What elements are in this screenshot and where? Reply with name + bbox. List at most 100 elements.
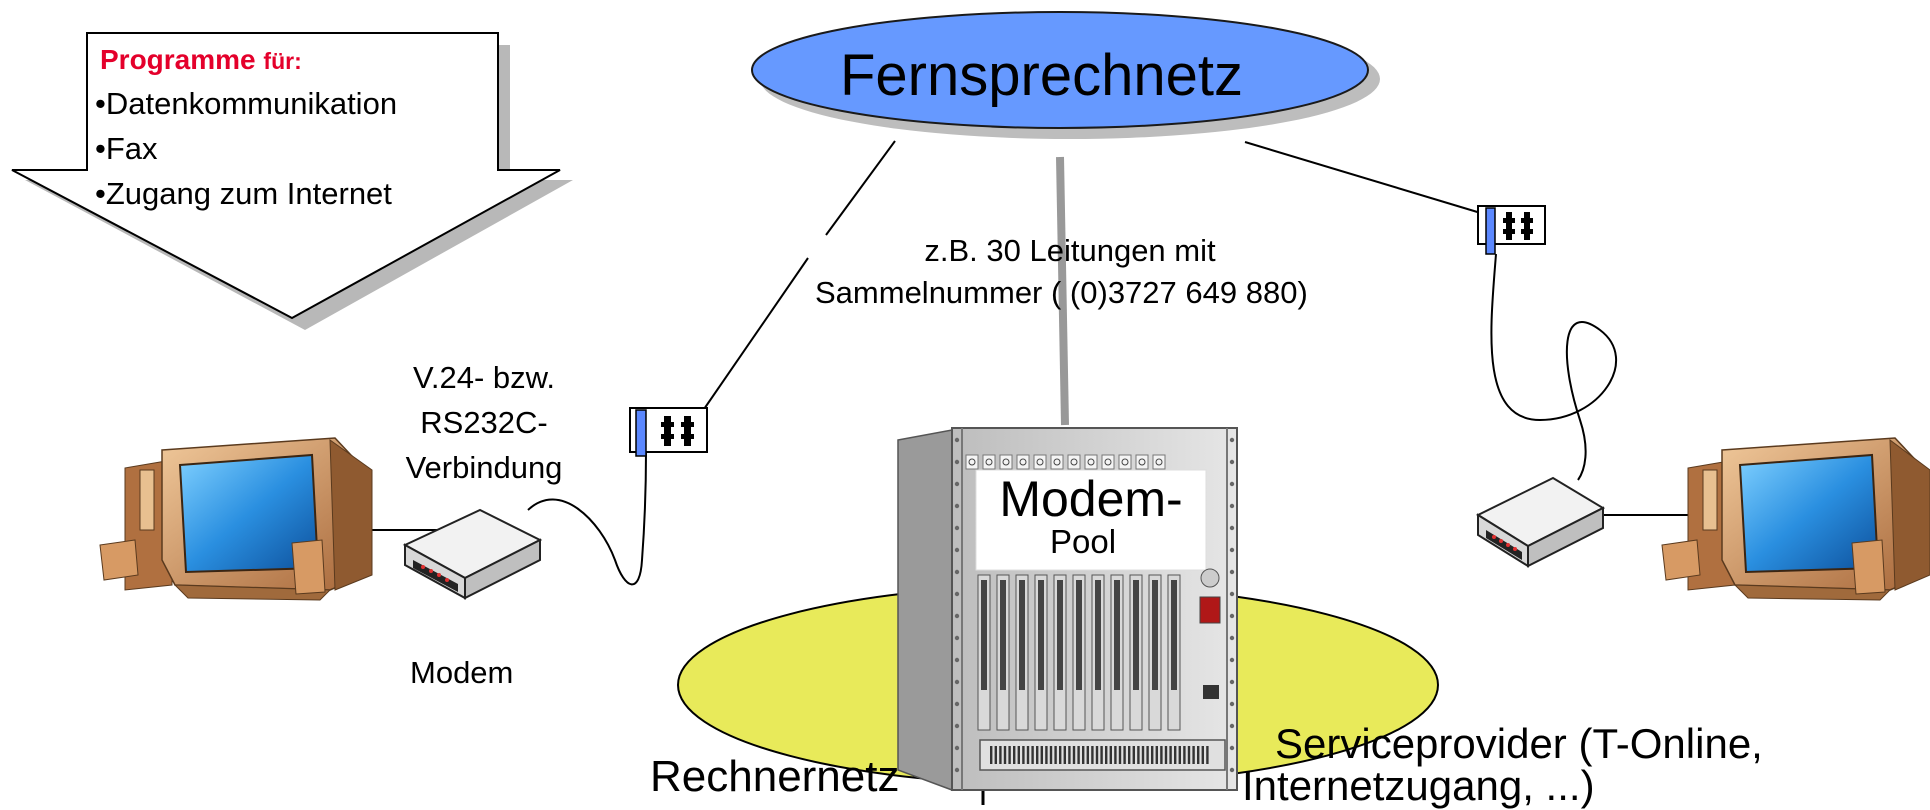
rack-knob bbox=[985, 458, 993, 466]
rack-card-handle bbox=[1084, 454, 1098, 470]
computer-right bbox=[1661, 437, 1930, 601]
trunk-line bbox=[1056, 156, 1069, 426]
rack-screw bbox=[954, 437, 960, 443]
rack-vent bbox=[1187, 746, 1191, 764]
rack-screw bbox=[954, 525, 960, 531]
rack-screw bbox=[954, 591, 960, 597]
rack-knob bbox=[1002, 458, 1010, 466]
rack-screw bbox=[954, 459, 960, 465]
rack-screw bbox=[1229, 569, 1235, 575]
rack-screw bbox=[954, 745, 960, 751]
rack-vent bbox=[1164, 746, 1168, 764]
rack-knob bbox=[1053, 458, 1061, 466]
computer-left bbox=[99, 437, 373, 601]
rack-screw bbox=[1229, 723, 1235, 729]
serial-link-line2: RS232C- bbox=[420, 405, 548, 440]
rack-knob bbox=[968, 458, 976, 466]
rack-vent bbox=[1086, 746, 1089, 764]
provider-line1: Serviceprovider (T-Online, bbox=[1275, 720, 1763, 767]
rack-card-handle bbox=[1135, 454, 1149, 470]
rack-vent bbox=[1059, 746, 1062, 764]
left-phone-line-upper bbox=[825, 140, 896, 236]
rack-screw bbox=[1229, 657, 1235, 663]
modem-pool-line2: Pool bbox=[1050, 523, 1117, 560]
rack-screw bbox=[1229, 745, 1235, 751]
rack-knob bbox=[1104, 458, 1112, 466]
rack-vent bbox=[999, 746, 1002, 764]
rack-screw bbox=[1229, 701, 1235, 707]
rack-card-slot bbox=[1000, 580, 1006, 690]
rack-knob bbox=[1036, 458, 1044, 466]
rack-vent bbox=[1077, 746, 1080, 764]
rack-card-handle bbox=[1152, 454, 1166, 470]
callout-item-internet: •Zugang zum Internet bbox=[95, 176, 392, 211]
callout-item-fax: •Fax bbox=[95, 131, 158, 166]
rack-knob bbox=[1019, 458, 1027, 466]
rack-screw bbox=[1229, 525, 1235, 531]
left-phone-line-lower bbox=[701, 257, 809, 413]
callout-item-datenkommunikation: •Datenkommunikation bbox=[95, 86, 398, 121]
rack-vent bbox=[1174, 746, 1177, 764]
rack-vent bbox=[1072, 746, 1076, 764]
rack-vent bbox=[1003, 746, 1007, 764]
rack-vent bbox=[1201, 746, 1204, 764]
rack-screw bbox=[1229, 503, 1235, 509]
rack-screw bbox=[1229, 481, 1235, 487]
rack-vent bbox=[1017, 746, 1020, 764]
rack-vent bbox=[1045, 746, 1048, 764]
left-modem-cable bbox=[527, 451, 647, 586]
rack-vent bbox=[990, 746, 993, 764]
rack-vent bbox=[1013, 746, 1016, 764]
rack-card-handle bbox=[1118, 454, 1132, 470]
rack-vent bbox=[1049, 746, 1053, 764]
rack-screw bbox=[954, 569, 960, 575]
rack-card-handle bbox=[1101, 454, 1115, 470]
rack-vent bbox=[1132, 746, 1135, 764]
rack-vent bbox=[1114, 746, 1117, 764]
rack-vent bbox=[1095, 746, 1099, 764]
phone-network-label: Fernsprechnetz bbox=[840, 43, 1243, 108]
callout-heading: Programme für: bbox=[100, 44, 302, 76]
rack-screw bbox=[1229, 679, 1235, 685]
rack-screw bbox=[1229, 459, 1235, 465]
rack-vent bbox=[1008, 746, 1011, 764]
rack-card-handle bbox=[1050, 454, 1064, 470]
rack-card-slot bbox=[1019, 580, 1025, 690]
serial-link-line3: Verbindung bbox=[405, 450, 563, 485]
rack-vent bbox=[1054, 746, 1057, 764]
modem-pool-line1: Modem- bbox=[999, 471, 1183, 527]
rack-screw bbox=[954, 701, 960, 707]
rack-screw bbox=[954, 613, 960, 619]
rack-screw bbox=[954, 635, 960, 641]
rack-vent bbox=[1022, 746, 1025, 764]
rack-card-handle bbox=[1016, 454, 1030, 470]
rack-screw bbox=[954, 503, 960, 509]
programs-callout-arrow bbox=[11, 32, 573, 330]
rack-card-slot bbox=[1057, 580, 1063, 690]
phone-network-ellipse bbox=[751, 11, 1380, 139]
trunk-note-line2: Sammelnummer ( (0)3727 649 880) bbox=[815, 275, 1308, 310]
rack-card-slot bbox=[1095, 580, 1101, 690]
rack-screw bbox=[1229, 591, 1235, 597]
rack-knob bbox=[1155, 458, 1163, 466]
rack-card-slot bbox=[1076, 580, 1082, 690]
rack-vent bbox=[1137, 746, 1140, 764]
rack-screw bbox=[1229, 547, 1235, 553]
rack-card-handle bbox=[965, 454, 979, 470]
rack-vent bbox=[1068, 746, 1071, 764]
rack-screw bbox=[954, 767, 960, 773]
rack-card-handle bbox=[1067, 454, 1081, 470]
rack-vent bbox=[1105, 746, 1108, 764]
rack-screw bbox=[1229, 613, 1235, 619]
rack-vent bbox=[1197, 746, 1200, 764]
rack-vent bbox=[1036, 746, 1039, 764]
rack-vent bbox=[1146, 746, 1149, 764]
rack-card-slot bbox=[1114, 580, 1120, 690]
rack-vent bbox=[1026, 746, 1030, 764]
rack-vent bbox=[1160, 746, 1163, 764]
right-modem-cable bbox=[1490, 253, 1618, 481]
rack-card-handle bbox=[999, 454, 1013, 470]
rack-vent bbox=[1206, 746, 1209, 764]
modem-right bbox=[1475, 476, 1606, 568]
